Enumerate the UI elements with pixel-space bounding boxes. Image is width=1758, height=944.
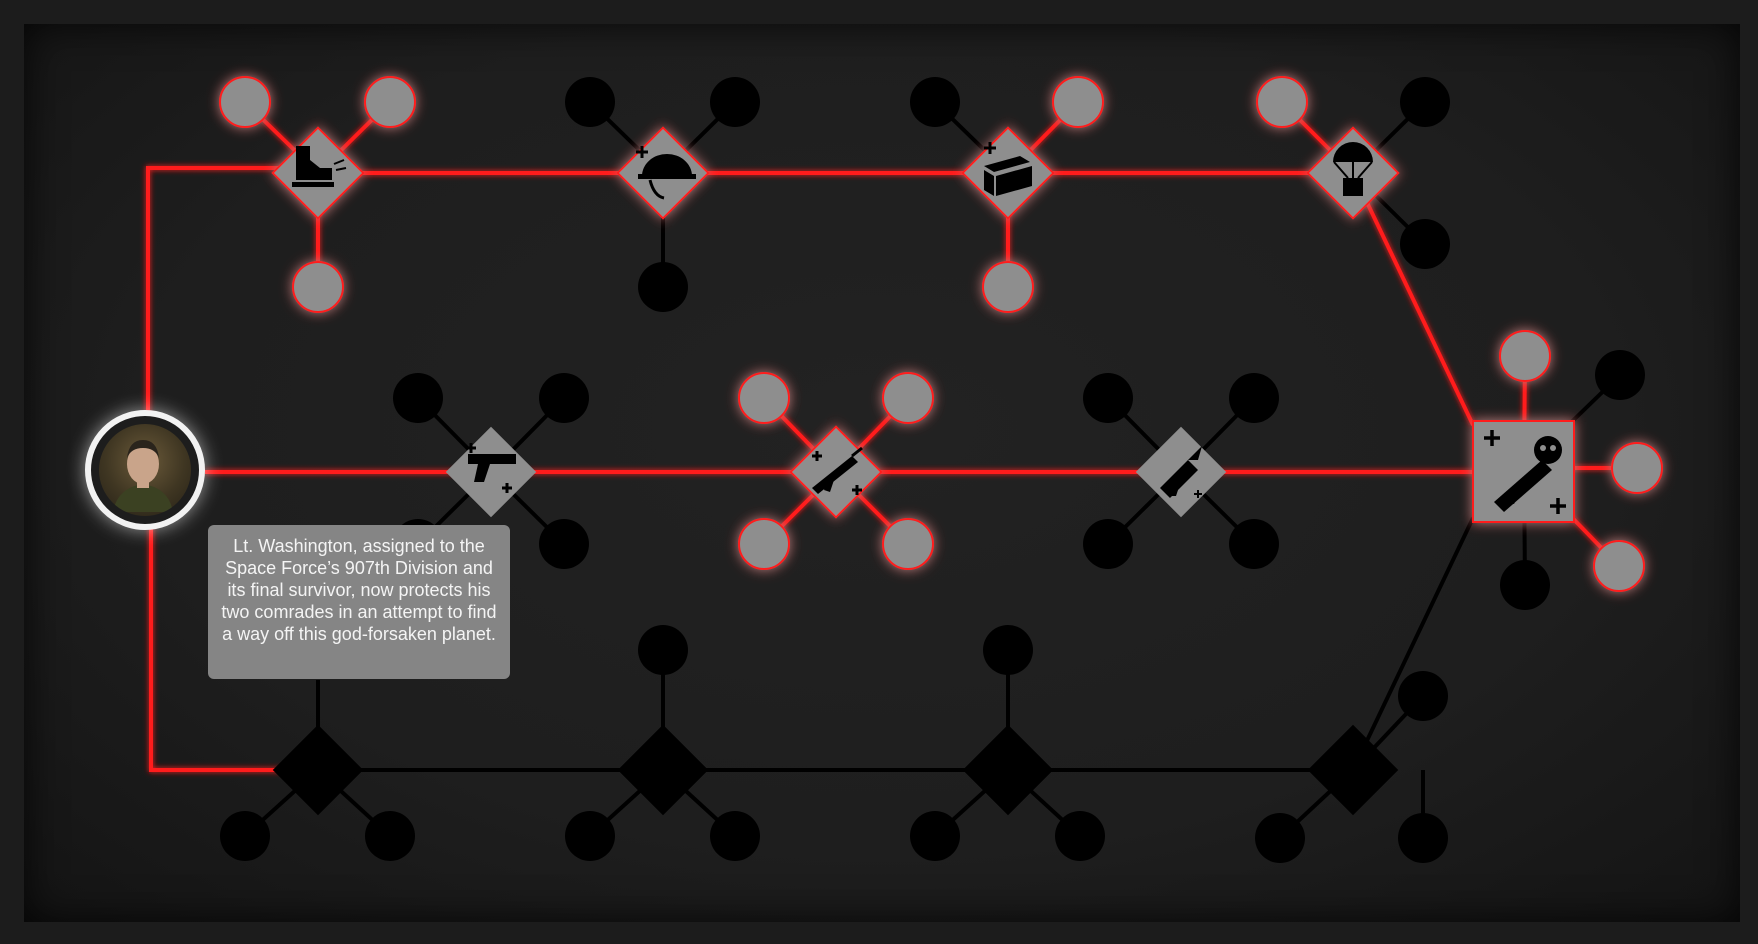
skill-node-rocket[interactable] [1135,426,1227,518]
locked-perk[interactable] [910,77,960,127]
unlocked-perk[interactable] [364,76,416,128]
locked-perk[interactable] [638,262,688,312]
locked-perk[interactable] [710,811,760,861]
pistol-plus-icon [466,443,516,493]
unlocked-perk[interactable] [882,372,934,424]
skill-nodes [271,126,1575,523]
skill-node-ammo[interactable] [961,126,1055,220]
parachute-supply-icon [1333,142,1373,196]
locked-perk[interactable] [565,77,615,127]
locked-perk[interactable] [1229,519,1279,569]
unlocked-perk[interactable] [1499,330,1551,382]
locked-perk[interactable] [539,373,589,423]
locked-perk[interactable] [983,625,1033,675]
locked-perk[interactable] [1398,671,1448,721]
middle-row-perks [393,330,1663,610]
rocket-launcher-plus-icon [1160,446,1202,498]
skill-node-pistol[interactable] [445,426,537,518]
assault-rifle-plus-icon [812,446,863,495]
locked-perk[interactable] [1398,813,1448,863]
unlocked-perk[interactable] [882,518,934,570]
locked-perk[interactable] [910,811,960,861]
unlocked-perk[interactable] [738,372,790,424]
unlocked-perk[interactable] [1256,76,1308,128]
skull-cannon-plus-icon [1484,430,1566,514]
skill-node-helmet[interactable] [616,126,710,220]
locked-perk[interactable] [220,811,270,861]
skill-node-boots[interactable] [271,126,365,220]
locked-perk[interactable] [1500,560,1550,610]
helmet-plus-icon [636,146,696,200]
top-row-perks [219,76,1450,313]
character-portrait[interactable] [85,410,205,530]
unlocked-perk[interactable] [219,76,271,128]
locked-perk[interactable] [1229,373,1279,423]
locked-perk[interactable] [1083,519,1133,569]
locked-perk[interactable] [565,811,615,861]
locked-perk[interactable] [393,373,443,423]
unlocked-perk[interactable] [1611,442,1663,494]
unlocked-perk[interactable] [1052,76,1104,128]
skill-node-airdrop[interactable] [1306,126,1400,220]
locked-perk[interactable] [1595,350,1645,400]
locked-perk[interactable] [710,77,760,127]
locked-perk[interactable] [1400,219,1450,269]
unlocked-perk[interactable] [982,261,1034,313]
skill-node-ultimate[interactable] [1472,420,1575,523]
locked-perk[interactable] [1055,811,1105,861]
skill-node-rifle[interactable] [789,425,883,519]
locked-perk[interactable] [1083,373,1133,423]
ammo-crate-plus-icon [984,142,1032,196]
unlocked-perk[interactable] [1593,540,1645,592]
locked-perk[interactable] [365,811,415,861]
unlocked-perk[interactable] [738,518,790,570]
combat-boot-icon [292,146,347,187]
unlocked-perk[interactable] [292,261,344,313]
soldier-portrait-icon [99,424,191,516]
locked-perk[interactable] [638,625,688,675]
locked-perk[interactable] [1255,813,1305,863]
locked-skill-node[interactable] [272,724,364,816]
locked-perk[interactable] [1400,77,1450,127]
locked-perk[interactable] [539,519,589,569]
character-description-tooltip: Lt. Washington, assigned to the Space Fo… [208,525,510,679]
